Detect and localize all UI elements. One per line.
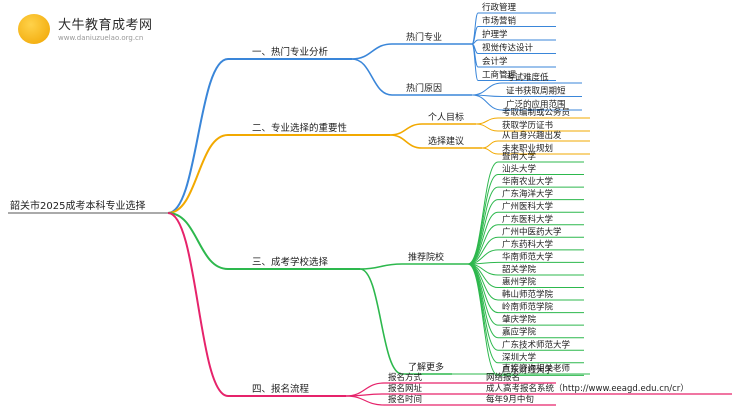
b1-sub1-item: 护理学 xyxy=(482,29,508,40)
b1-sub2-label: 热门原因 xyxy=(406,82,442,94)
b2-sub1-connector xyxy=(389,123,423,136)
b3-sub1-item: 深圳大学 xyxy=(502,352,537,363)
b3-sub1-item: 嘉应学院 xyxy=(502,327,537,338)
b2-sub2-connector xyxy=(389,134,423,149)
b1-connector xyxy=(167,58,229,214)
b2-sub2-label: 选择建议 xyxy=(428,135,464,147)
b3-label: 三、成考学校选择 xyxy=(252,256,329,268)
b1-sub2-connector xyxy=(351,58,393,96)
b1-sub2-item-connector xyxy=(471,94,503,111)
b1-sub1-connector xyxy=(351,43,393,60)
b4-label: 四、报名流程 xyxy=(252,383,310,395)
b2-label: 二、专业选择的重要性 xyxy=(252,122,348,134)
b2-sub2-item-connector xyxy=(481,147,499,155)
b1-label: 一、热门专业分析 xyxy=(252,46,329,58)
b4-row-value: 每年9月中旬 xyxy=(486,394,534,405)
b1-sub2-item-connector xyxy=(471,82,503,96)
b1-sub1-item-connector xyxy=(471,43,479,81)
b3-sub1-item: 广州医科大学 xyxy=(502,201,554,212)
b4-row-value: 成人高考报名系统（http://www.eeagd.edu.cn/cr） xyxy=(486,383,689,394)
b1-sub1-item: 会计学 xyxy=(482,56,508,67)
b3-sub1-item: 广东海洋大学 xyxy=(502,189,554,200)
logo-url: www.daniuzuelao.org.cn xyxy=(58,34,144,42)
b2-sub1-item: 考取编制或公务员 xyxy=(502,107,570,118)
b2-sub1-item-connector xyxy=(475,117,499,125)
b3-sub1-item: 广东医科大学 xyxy=(502,214,554,225)
b3-sub1-connector xyxy=(359,263,403,270)
b3-sub1-item: 华南农业大学 xyxy=(502,176,554,187)
b1-sub1-item: 视觉传达设计 xyxy=(482,43,534,54)
b4-row-label: 报名时间 xyxy=(388,394,422,405)
b3-sub1-item-connector xyxy=(467,263,499,376)
b3-sub1-item: 广东药科大学 xyxy=(502,239,554,250)
b3-sub1-item: 广州中医药大学 xyxy=(502,226,562,237)
b1-sub1-item-connector xyxy=(471,12,479,45)
b3-sub1-item: 韩山师范学院 xyxy=(502,289,554,300)
b1-sub2-item: 证书获取周期短 xyxy=(506,86,566,97)
b2-sub2-item: 从自身兴趣出发 xyxy=(502,130,562,141)
b3-sub1-item: 韶关学院 xyxy=(502,264,537,275)
b3-sub1-item: 肇庆学院 xyxy=(502,314,537,325)
logo-badge-icon xyxy=(18,14,50,44)
b4-row-value: 网络报名 xyxy=(486,372,520,383)
b1-sub2-item: 广泛的应用范围 xyxy=(506,99,566,110)
b3-connector xyxy=(167,212,229,270)
b2-sub1-label: 个人目标 xyxy=(428,111,464,123)
b3-sub1-label: 推荐院校 xyxy=(408,251,444,263)
b2-sub2-item: 未来职业规划 xyxy=(502,143,553,154)
b3-sub1-item: 广东财经大学 xyxy=(502,364,554,375)
b2-sub1-item: 获取学历证书 xyxy=(502,120,554,131)
b3-sub1-item: 华南师范大学 xyxy=(502,251,554,262)
b2-connector xyxy=(167,134,229,214)
b1-sub2-item: 考试难度低 xyxy=(506,72,549,83)
b3-sub2-connector xyxy=(359,268,403,375)
b3-sub2-label: 了解更多 xyxy=(408,361,444,373)
b3-sub1-item-connector xyxy=(467,199,499,265)
b3-sub1-item: 岭南师范学院 xyxy=(502,302,554,313)
logo-title: 大牛教育成考网 xyxy=(58,18,153,33)
b3-sub2-item: 直接咨询相关老师 xyxy=(502,363,571,374)
b3-sub1-item-connector xyxy=(467,263,499,351)
b1-sub1-item: 工商管理 xyxy=(482,70,517,81)
b3-sub1-item: 惠州学院 xyxy=(502,277,537,288)
b1-sub1-label: 热门专业 xyxy=(406,31,442,43)
b2-sub1-item-connector xyxy=(475,123,499,132)
watermark-logo: 大牛教育成考网 www.daniuzuelao.org.cn xyxy=(6,8,176,50)
b4-row-label: 报名方式 xyxy=(388,372,423,383)
b3-sub1-item: 广东技术师范大学 xyxy=(502,339,571,350)
b3-sub1-item: 暨南大学 xyxy=(502,151,537,162)
b2-sub2-item-connector xyxy=(481,140,499,149)
root-node: 韶关市2025成考本科专业选择 xyxy=(10,199,145,212)
b3-sub1-item: 汕头大学 xyxy=(502,164,537,175)
b4-row-connector xyxy=(345,395,385,406)
b1-sub1-item: 市场营销 xyxy=(482,16,517,27)
b1-sub1-item: 行政管理 xyxy=(482,2,517,13)
b4-row-label: 报名网址 xyxy=(388,383,423,394)
b4-connector xyxy=(167,212,229,397)
